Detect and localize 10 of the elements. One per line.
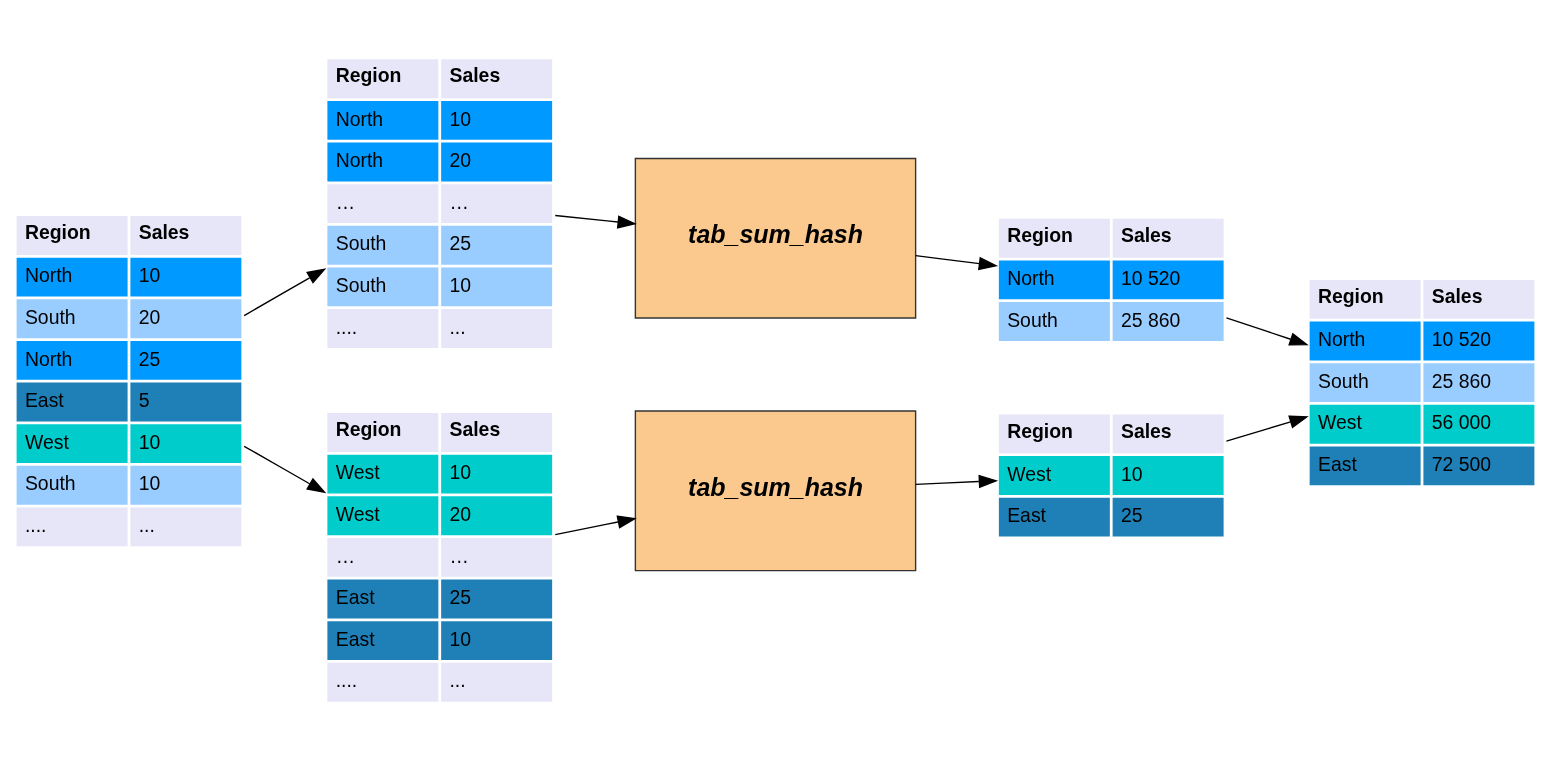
arrow — [243, 268, 327, 317]
arrow — [1225, 415, 1309, 442]
arrow — [1225, 317, 1309, 346]
node-box: tab_sum_hash — [634, 157, 917, 319]
arrow — [554, 515, 637, 536]
arrow — [554, 214, 637, 229]
arrow — [915, 474, 999, 489]
node-box: tab_sum_hash — [634, 410, 917, 572]
arrow — [915, 254, 999, 271]
arrow — [243, 445, 327, 494]
